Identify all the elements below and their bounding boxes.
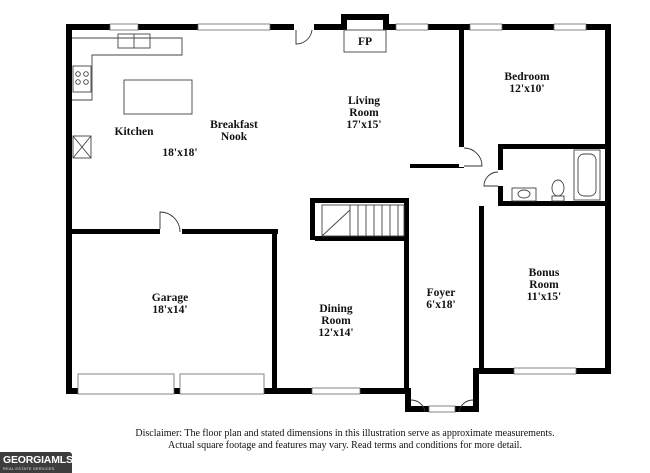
logo-text: GEORGIAMLS bbox=[3, 454, 73, 466]
dining-room-label-2: Room bbox=[321, 315, 351, 327]
living-room-label-1: Living bbox=[348, 95, 380, 107]
living-room-label-2: Room bbox=[349, 107, 379, 119]
logo-subtext: REAL ESTATE SERVICES bbox=[3, 466, 55, 471]
fireplace-label: FP bbox=[358, 36, 372, 48]
disclaimer: Disclaimer: The floor plan and stated di… bbox=[60, 428, 630, 452]
kitchen-dimensions: 18'x18' bbox=[162, 147, 197, 159]
georgia-mls-logo: GEORGIAMLS REAL ESTATE SERVICES bbox=[0, 452, 73, 473]
garage-label: Garage bbox=[152, 292, 188, 304]
breakfast-nook-label-2: Nook bbox=[221, 131, 248, 143]
disclaimer-line-2: Actual square footage and features may v… bbox=[168, 440, 522, 451]
foyer-label: Foyer bbox=[427, 287, 456, 299]
disclaimer-line-1: Disclaimer: The floor plan and stated di… bbox=[135, 428, 555, 439]
living-room-dimensions: 17'x15' bbox=[346, 119, 381, 131]
bonus-room-label-1: Bonus bbox=[529, 267, 560, 279]
room-labels: FP Kitchen Breakfast Nook 18'x18' Living… bbox=[115, 36, 562, 339]
breakfast-nook-label-1: Breakfast bbox=[210, 119, 258, 131]
bonus-room-label-2: Room bbox=[529, 279, 559, 291]
bedroom-label: Bedroom bbox=[504, 71, 550, 83]
foyer-dimensions: 6'x18' bbox=[426, 299, 455, 311]
kitchen-label: Kitchen bbox=[115, 126, 155, 138]
bedroom-dimensions: 12'x10' bbox=[509, 83, 544, 95]
dining-room-label-1: Dining bbox=[319, 303, 352, 315]
windows bbox=[77, 23, 587, 413]
bonus-room-dimensions: 11'x15' bbox=[527, 291, 562, 303]
dining-room-dimensions: 12'x14' bbox=[318, 327, 353, 339]
fixtures bbox=[72, 29, 601, 237]
doors bbox=[159, 24, 503, 413]
garage-dimensions: 18'x14' bbox=[152, 304, 187, 316]
